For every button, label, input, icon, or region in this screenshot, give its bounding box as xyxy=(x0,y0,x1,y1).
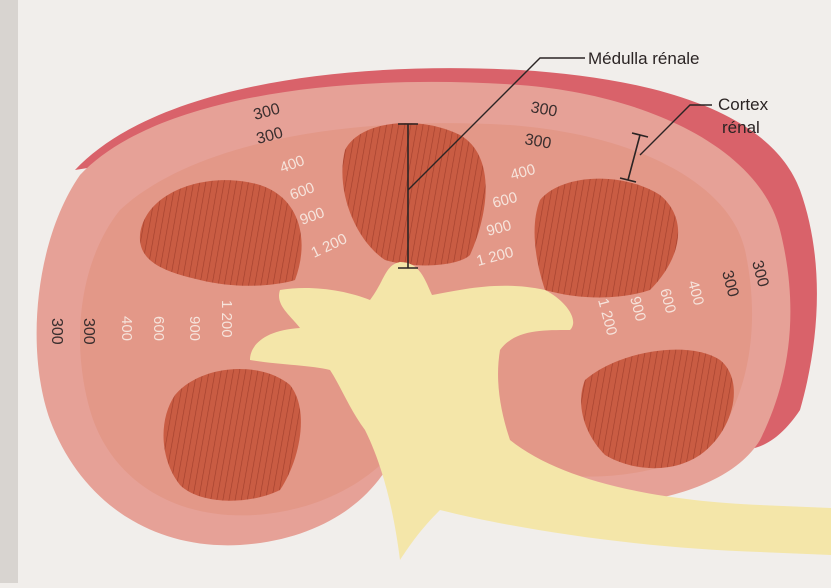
osm-value: 300 xyxy=(80,318,97,345)
pyramid-lower-left xyxy=(164,369,301,501)
cortex-label-line1: Cortex xyxy=(718,95,769,114)
pyramid-upper-right xyxy=(535,179,679,298)
osm-value: 900 xyxy=(186,316,203,341)
osm-value: 1 200 xyxy=(218,300,235,338)
medulla-label: Médulla rénale xyxy=(588,49,700,68)
osm-value: 400 xyxy=(118,316,135,341)
cortex-label-line2: rénal xyxy=(722,118,760,137)
osm-value: 600 xyxy=(150,316,167,341)
osm-value: 300 xyxy=(48,318,65,345)
page-edge-shadow xyxy=(0,0,18,583)
